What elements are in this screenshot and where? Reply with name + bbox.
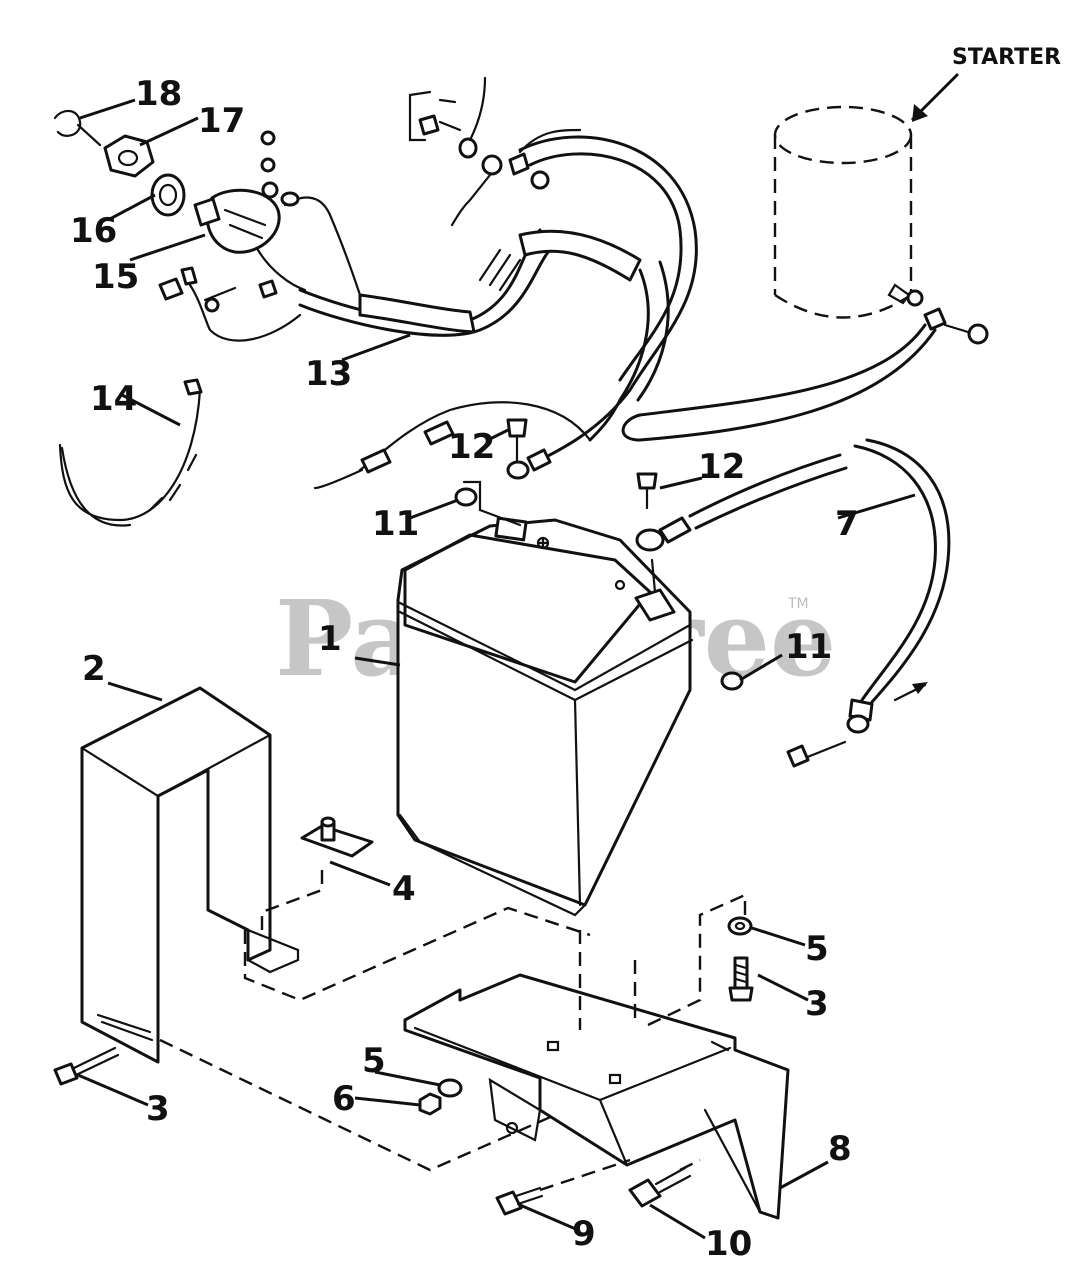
callout-16: 16 bbox=[70, 211, 117, 251]
ground-cable-7 bbox=[786, 438, 951, 768]
ground-wire-14 bbox=[58, 378, 203, 527]
callout-17: 17 bbox=[198, 101, 245, 141]
battery-positive-cable bbox=[506, 135, 698, 480]
bolt-12-right bbox=[636, 472, 658, 510]
callout-14: 14 bbox=[90, 379, 137, 419]
callout-4: 4 bbox=[392, 869, 416, 909]
callout-5-right: 5 bbox=[805, 929, 829, 969]
plate-4 bbox=[300, 816, 374, 858]
hold-down-bracket-2 bbox=[80, 686, 300, 1064]
callout-5-left: 5 bbox=[362, 1041, 386, 1081]
bolt-10 bbox=[628, 1166, 692, 1208]
upper-connectors bbox=[408, 76, 582, 227]
washer-16 bbox=[150, 173, 186, 217]
callout-11-right: 11 bbox=[785, 627, 832, 667]
battery-1 bbox=[396, 480, 694, 917]
callout-6: 6 bbox=[332, 1079, 356, 1119]
washer-5-left bbox=[437, 1078, 463, 1098]
terminal-right bbox=[635, 453, 848, 552]
callout-18: 18 bbox=[135, 74, 182, 114]
callout-10: 10 bbox=[705, 1224, 752, 1264]
watermark-trademark: TM bbox=[787, 596, 809, 612]
callout-1: 1 bbox=[318, 619, 342, 659]
callout-12-left: 12 bbox=[448, 427, 495, 467]
callout-15: 15 bbox=[92, 257, 139, 297]
callout-7: 7 bbox=[835, 504, 859, 544]
callout-3-left: 3 bbox=[146, 1089, 170, 1129]
bolt-9 bbox=[495, 1186, 544, 1216]
bolt-3-left bbox=[53, 1046, 120, 1086]
callout-11-left: 11 bbox=[372, 504, 419, 544]
callout-2: 2 bbox=[82, 649, 106, 689]
callout-leaders bbox=[77, 98, 916, 1240]
callout-9: 9 bbox=[572, 1214, 596, 1254]
bolt-3-right bbox=[728, 956, 754, 1002]
battery-tray-8 bbox=[403, 973, 790, 1220]
callout-13: 13 bbox=[305, 354, 352, 394]
starter-arrow bbox=[912, 104, 928, 122]
key-18 bbox=[53, 109, 102, 147]
nut-6 bbox=[418, 1092, 442, 1116]
starter-cable bbox=[621, 307, 989, 442]
washer-5-right bbox=[727, 916, 753, 936]
nut-11-left bbox=[454, 487, 478, 507]
nut-11-right bbox=[720, 671, 744, 691]
ignition-switch-15 bbox=[158, 130, 362, 342]
callout-3-right: 3 bbox=[805, 984, 829, 1024]
callout-numbers: 1 2 3 3 4 5 5 6 7 8 9 10 11 11 12 12 13 … bbox=[70, 74, 859, 1264]
starter-motor bbox=[773, 105, 924, 319]
callout-12-right: 12 bbox=[698, 447, 745, 487]
callout-8: 8 bbox=[828, 1129, 852, 1169]
wiring-harness-13 bbox=[298, 228, 670, 490]
bolt-12-left bbox=[506, 418, 528, 464]
starter-label: STARTER bbox=[952, 45, 1061, 70]
